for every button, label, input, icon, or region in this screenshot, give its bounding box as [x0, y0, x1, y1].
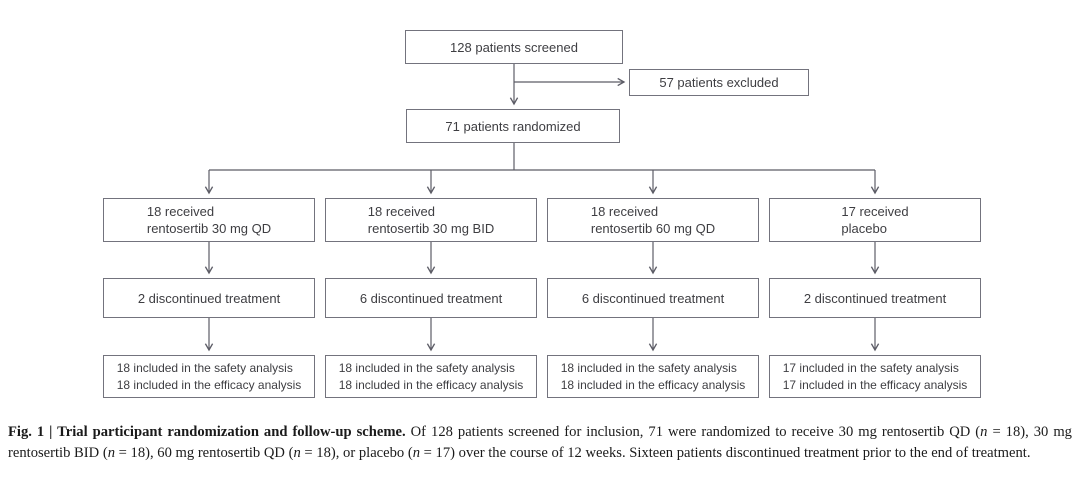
caption-segment: n: [107, 444, 115, 461]
flow-box-discontinued-arm1: 2 discontinued treatment: [103, 278, 315, 318]
safety-analysis-line: 18 included in the safety analysis: [338, 361, 515, 375]
received-line1: 18 received: [367, 204, 435, 219]
flow-box-screened: 128 patients screened: [405, 30, 623, 64]
flow-box-received-arm1: 18 received rentosertib 30 mg QD: [103, 198, 315, 242]
caption-segment: n: [293, 444, 301, 461]
flow-box-analysis-arm4: 17 included in the safety analysis 17 in…: [769, 355, 981, 398]
received-line2: rentosertib 60 mg QD: [590, 221, 716, 236]
caption-segment: = 17) over the course of 12 weeks. Sixte…: [420, 444, 1031, 461]
flow-box-analysis-arm2: 18 included in the safety analysis 18 in…: [325, 355, 537, 398]
received-line1: 18 received: [146, 204, 215, 219]
caption-segment: = 18), 30 mg rentosertib BID (: [8, 423, 1072, 461]
received-line2: rentosertib 30 mg BID: [367, 221, 495, 236]
caption-segment: = 18), or placebo (: [300, 444, 413, 461]
flow-box-discontinued-arm2: 6 discontinued treatment: [325, 278, 537, 318]
efficacy-analysis-line: 18 included in the efficacy analysis: [116, 377, 302, 392]
safety-analysis-line: 17 included in the safety analysis: [782, 361, 959, 375]
flow-box-received-arm2: 18 received rentosertib 30 mg BID: [325, 198, 537, 242]
safety-analysis-line: 18 included in the safety analysis: [116, 361, 293, 375]
caption-segment: n: [980, 423, 988, 440]
figure-caption: Fig. 1 | Trial participant randomization…: [8, 422, 1072, 464]
flow-box-received-arm3: 18 received rentosertib 60 mg QD: [547, 198, 759, 242]
efficacy-analysis-line: 18 included in the efficacy analysis: [338, 377, 524, 392]
received-line1: 17 received: [841, 204, 909, 219]
caption-segment: Fig. 1 | Trial participant randomization…: [8, 423, 411, 440]
caption-segment: Of 128 patients screened for inclusion, …: [410, 423, 981, 440]
flow-box-analysis-arm1: 18 included in the safety analysis 18 in…: [103, 355, 315, 398]
received-line1: 18 received: [590, 204, 659, 219]
efficacy-analysis-line: 18 included in the efficacy analysis: [560, 377, 746, 392]
safety-analysis-line: 18 included in the safety analysis: [560, 361, 737, 375]
flow-box-discontinued-arm3: 6 discontinued treatment: [547, 278, 759, 318]
flow-box-discontinued-arm4: 2 discontinued treatment: [769, 278, 981, 318]
received-line2: placebo: [841, 221, 887, 236]
efficacy-analysis-line: 17 included in the efficacy analysis: [782, 377, 968, 392]
flow-box-received-arm4: 17 received placebo: [769, 198, 981, 242]
flow-box-randomized: 71 patients randomized: [406, 109, 620, 143]
caption-segment: n: [412, 444, 421, 461]
received-line2: rentosertib 30 mg QD: [146, 221, 272, 236]
flow-box-analysis-arm3: 18 included in the safety analysis 18 in…: [547, 355, 759, 398]
flow-box-excluded: 57 patients excluded: [629, 69, 809, 96]
caption-segment: = 18), 60 mg rentosertib QD (: [115, 444, 294, 461]
